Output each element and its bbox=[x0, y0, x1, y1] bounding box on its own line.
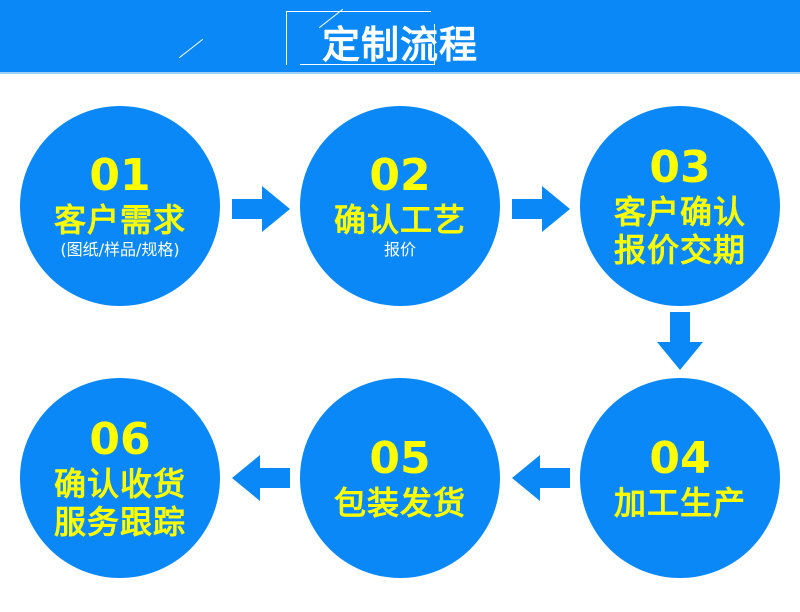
arrow-right-icon bbox=[512, 186, 570, 232]
arrow-left-icon bbox=[232, 455, 290, 501]
arrow-down-icon bbox=[657, 312, 703, 370]
step-label-2: 服务跟踪 bbox=[53, 503, 186, 541]
step-sub: 报价 bbox=[383, 240, 416, 259]
step-04: 04 加工生产 bbox=[580, 378, 780, 578]
step-sub: (图纸/样品/规格) bbox=[60, 240, 180, 259]
step-label: 包装发货 bbox=[333, 484, 466, 522]
step-label-2: 报价交期 bbox=[613, 231, 746, 269]
step-label: 确认收货 bbox=[53, 465, 186, 503]
title-frame bbox=[286, 11, 431, 65]
arrow-left-icon bbox=[512, 455, 570, 501]
step-01: 01 客户需求 (图纸/样品/规格) bbox=[20, 106, 220, 306]
step-02: 02 确认工艺 报价 bbox=[300, 106, 500, 306]
header-banner: 定制流程 bbox=[0, 0, 800, 72]
step-label: 确认工艺 bbox=[333, 201, 466, 239]
step-number: 03 bbox=[649, 142, 711, 193]
step-number: 01 bbox=[89, 150, 151, 201]
step-05: 05 包装发货 bbox=[300, 378, 500, 578]
title-frame bbox=[300, 24, 435, 65]
step-label: 客户确认 bbox=[613, 193, 746, 231]
step-06: 06 确认收货 服务跟踪 bbox=[20, 378, 220, 578]
step-number: 06 bbox=[89, 414, 151, 465]
divider bbox=[0, 72, 800, 74]
step-label: 加工生产 bbox=[613, 484, 746, 522]
step-number: 04 bbox=[649, 433, 711, 484]
step-label: 客户需求 bbox=[53, 201, 186, 239]
arrow-right-icon bbox=[232, 186, 290, 232]
step-number: 05 bbox=[369, 433, 431, 484]
step-03: 03 客户确认 报价交期 bbox=[580, 106, 780, 306]
page-title: 定制流程 bbox=[321, 23, 478, 67]
step-number: 02 bbox=[369, 150, 431, 201]
